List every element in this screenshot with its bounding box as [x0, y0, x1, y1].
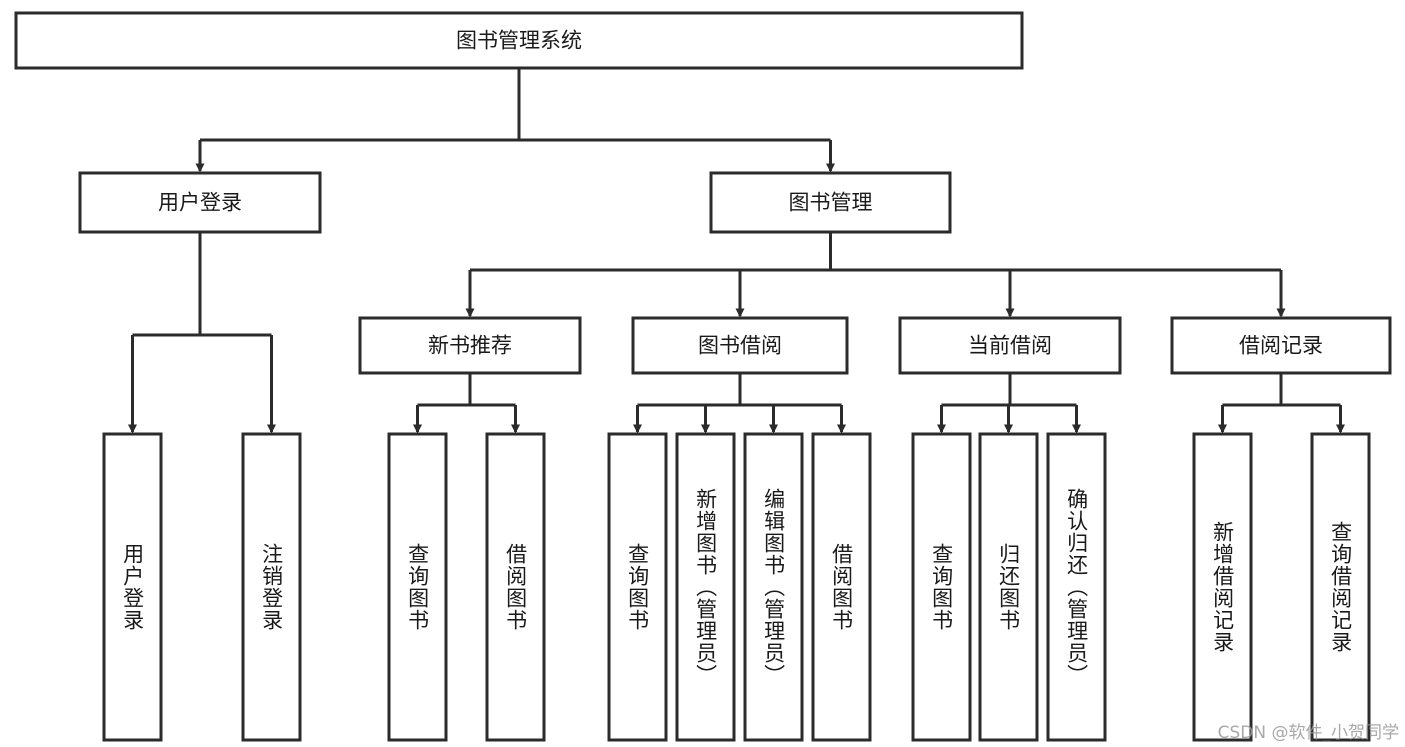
node-root[interactable]: 图书管理系统 — [14, 11, 1024, 70]
node-box — [358, 316, 582, 375]
node-label: 新书推荐 — [428, 334, 512, 358]
connector-recommend-to-leaves — [413, 373, 520, 434]
node-leaf-borrow-book-recommend[interactable] — [485, 432, 546, 742]
node-box — [811, 432, 872, 742]
node-box — [387, 432, 448, 742]
node-leaf-user-logout[interactable] — [241, 432, 302, 742]
node-box — [1170, 316, 1392, 375]
node-box — [898, 316, 1122, 375]
node-box — [1046, 432, 1107, 742]
node-box — [709, 171, 952, 234]
connector-layer — [128, 68, 1345, 434]
connector-record-to-leaves — [1218, 373, 1345, 434]
node-box — [102, 432, 163, 742]
node-leaf-query-book-borrow[interactable] — [607, 432, 668, 742]
node-label: 图书管理系统 — [456, 29, 582, 53]
node-leaf-query-borrow-record[interactable] — [1310, 432, 1371, 742]
node-leaf-query-book-current[interactable] — [911, 432, 972, 742]
node-current-borrow[interactable]: 当前借阅 — [898, 316, 1122, 375]
connector-borrow-to-leaves — [633, 373, 846, 434]
node-leaf-add-borrow-record[interactable] — [1192, 432, 1253, 742]
node-user-login[interactable]: 用户登录 — [78, 171, 322, 234]
node-leaf-edit-book[interactable] — [743, 432, 804, 742]
node-book-manage[interactable]: 图书管理 — [709, 171, 952, 234]
node-box — [607, 432, 668, 742]
node-box — [675, 432, 736, 742]
node-borrow-record[interactable]: 借阅记录 — [1170, 316, 1392, 375]
node-label: 图书借阅 — [698, 334, 782, 358]
node-box — [1192, 432, 1253, 742]
node-book-borrow[interactable]: 图书借阅 — [631, 316, 849, 375]
node-new-book-recommend[interactable]: 新书推荐 — [358, 316, 582, 375]
connector-current-to-leaves — [937, 373, 1081, 434]
node-leaf-return-book[interactable] — [978, 432, 1039, 742]
node-label: 图书管理 — [789, 191, 873, 215]
node-label: 用户登录 — [158, 191, 242, 215]
node-leaf-add-book[interactable] — [675, 432, 736, 742]
node-box — [911, 432, 972, 742]
node-box — [1310, 432, 1371, 742]
node-box — [78, 171, 322, 234]
node-leaf-borrow-book[interactable] — [811, 432, 872, 742]
node-box — [743, 432, 804, 742]
node-leaf-query-book-recommend[interactable] — [387, 432, 448, 742]
node-label: 当前借阅 — [968, 334, 1052, 358]
node-box — [978, 432, 1039, 742]
connector-root-to-level2 — [195, 68, 835, 173]
node-box — [241, 432, 302, 742]
node-box — [631, 316, 849, 375]
node-leaf-confirm-return[interactable] — [1046, 432, 1107, 742]
node-box — [14, 11, 1024, 70]
watermark: CSDN @软件_小贺同学 — [1217, 723, 1399, 743]
node-label: 借阅记录 — [1239, 334, 1323, 358]
node-box — [485, 432, 546, 742]
node-leaf-user-login[interactable] — [102, 432, 163, 742]
connector-bookmanage-to-level3 — [465, 232, 1286, 318]
connector-userlogin-to-leaves — [128, 232, 276, 434]
